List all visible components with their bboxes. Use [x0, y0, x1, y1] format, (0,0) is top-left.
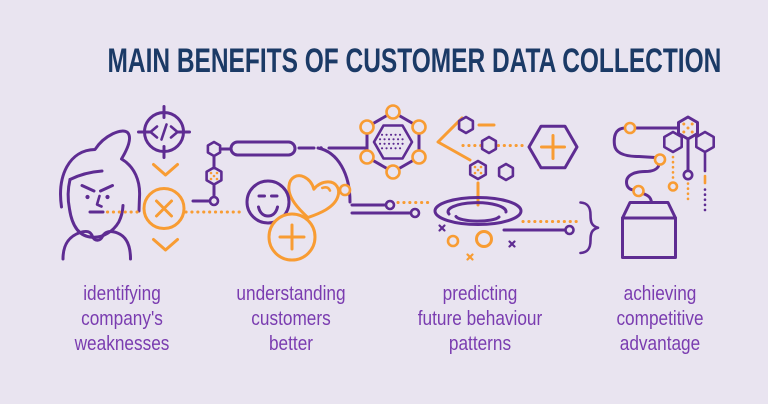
hexagon-icon — [457, 115, 475, 135]
curly-brace-icon — [579, 201, 600, 255]
benefit-label-customers: understanding customers better — [236, 282, 346, 355]
hexagon-icon — [663, 130, 683, 154]
chevron-down-icon — [152, 238, 179, 252]
benefit-label-predicting: predicting future behaviour patterns — [417, 282, 543, 355]
heart-icon — [287, 174, 341, 220]
hexagon-icon — [695, 130, 715, 154]
particles-icon — [438, 219, 579, 261]
benefit-label-weaknesses: identifying company's weaknesses — [74, 282, 170, 355]
circuit-trace-icon — [191, 140, 432, 219]
hexagon-dots-icon — [205, 166, 223, 186]
chevron-down-icon — [152, 163, 179, 177]
hexagon-dots-icon — [468, 159, 488, 181]
benefit-illustration-predicting — [359, 104, 600, 261]
benefit-illustration-customers — [191, 140, 432, 262]
angry-person-icon — [59, 129, 142, 261]
funnel-vortex-icon — [433, 196, 523, 226]
hexagon-icon — [497, 162, 515, 182]
network-hexagon-icon — [359, 104, 427, 180]
benefit-illustration-weaknesses — [59, 105, 243, 261]
hexagon-tags-icon — [663, 115, 715, 214]
plus-circle-icon — [267, 212, 317, 262]
node-icon — [338, 183, 352, 197]
smiley-face-icon — [245, 179, 291, 225]
angle-bracket-icon — [436, 116, 472, 162]
benefit-label-advantage: achieving competitive advantage — [616, 282, 704, 355]
code-target-icon — [137, 105, 191, 159]
page-title: MAIN BENEFITS OF CUSTOMER DATA COLLECTIO… — [107, 42, 722, 80]
package-box-icon — [621, 201, 677, 259]
error-x-circle-icon — [142, 187, 186, 230]
benefit-illustration-advantage — [612, 115, 715, 259]
hexagon-plus-icon — [527, 124, 579, 170]
winding-path-icon — [612, 121, 679, 204]
hexagon-icon — [480, 135, 498, 155]
